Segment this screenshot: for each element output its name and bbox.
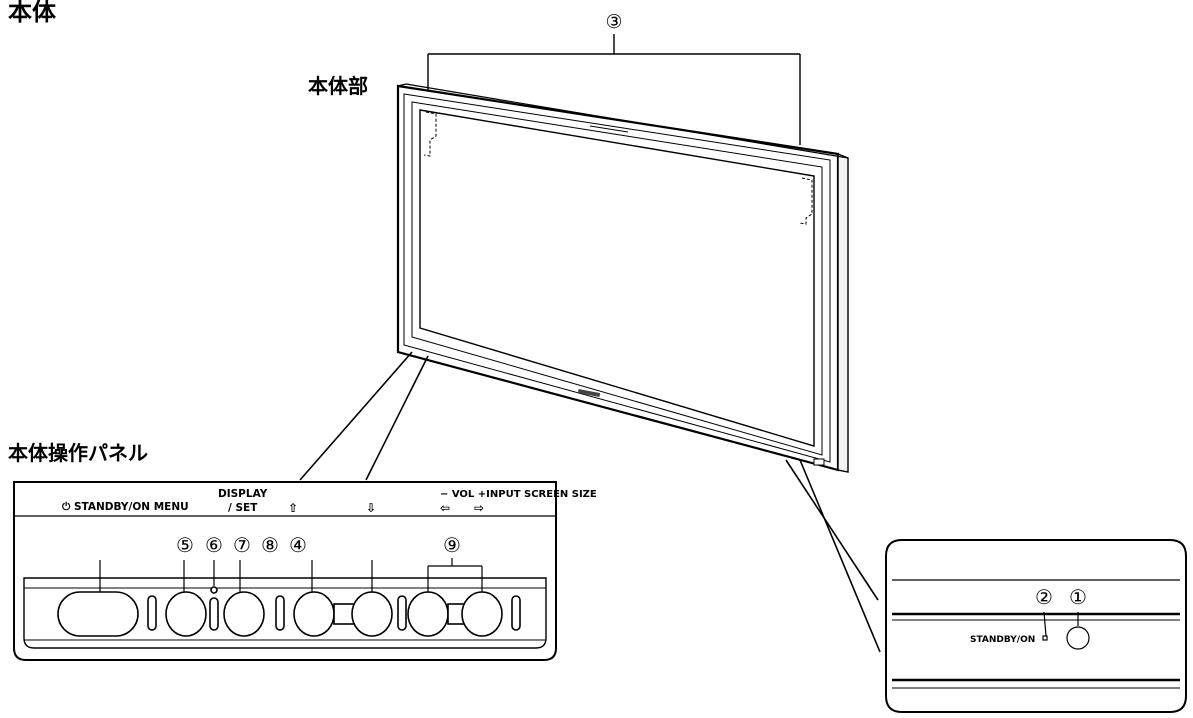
standby-on-detail-label: STANDBY/ON (970, 635, 1035, 645)
main-power-button (1066, 626, 1090, 650)
right-arrow-label: ⇨ (474, 501, 484, 515)
display-label: DISPLAY (218, 488, 268, 500)
display-unit (396, 83, 849, 473)
separator-slot-3 (397, 595, 407, 631)
vol-input-screen-label: − VOL +INPUT SCREEN SIZE (440, 489, 597, 500)
left-arrow-label: ⇦ (440, 501, 450, 515)
control-panel-label: 本体操作パネル (8, 441, 148, 465)
callout-8: ⑧ (261, 533, 279, 557)
separator-slot-2 (275, 595, 285, 631)
callout-2: ② (1035, 585, 1053, 609)
panel-labels: ⏻ STANDBY/ON MENU DISPLAY / SET ⇧ ⇩ − VO… (62, 488, 597, 515)
set-label: / SET (228, 502, 258, 514)
detail-leaders (1042, 611, 1090, 650)
display-set-button (223, 591, 265, 637)
panel-buttons (57, 586, 521, 637)
callout-9: ⑨ (443, 533, 461, 557)
callout-5: ⑤ (176, 533, 194, 557)
button-bridge-1 (333, 603, 355, 625)
callout-3: ③ (605, 11, 622, 33)
callout-1: ① (1069, 585, 1087, 609)
detail-callouts: ② ① (1035, 585, 1087, 609)
separator-slot-4 (511, 595, 521, 631)
menu-button (165, 591, 207, 637)
callout-7: ⑦ (233, 533, 251, 557)
standby-on-button (57, 591, 139, 637)
up-arrow-label: ⇧ (288, 501, 298, 515)
vol-plus-button (461, 591, 503, 637)
page-title: 本体 (8, 0, 56, 26)
main-unit-label: 本体部 (308, 74, 368, 98)
sensor-slot (209, 597, 219, 631)
leader-lines (299, 351, 881, 653)
vol-minus-button (407, 591, 449, 637)
callout-3-bracket (427, 34, 801, 145)
down-arrow-label: ⇩ (366, 501, 376, 515)
separator-slot-1 (147, 595, 157, 631)
standby-menu-label: ⏻ STANDBY/ON MENU (62, 500, 189, 513)
callout-6: ⑥ (205, 533, 223, 557)
indicator-dot (210, 586, 218, 594)
standby-indicator-lamp (1042, 635, 1048, 641)
down-button (351, 591, 393, 637)
detail-panel (885, 539, 1187, 713)
panel-callouts: ⑤ ⑥ ⑦ ⑧ ④ ⑨ (176, 533, 461, 557)
button-leaders (99, 558, 483, 596)
callout-4: ④ (289, 533, 307, 557)
up-button (293, 591, 335, 637)
